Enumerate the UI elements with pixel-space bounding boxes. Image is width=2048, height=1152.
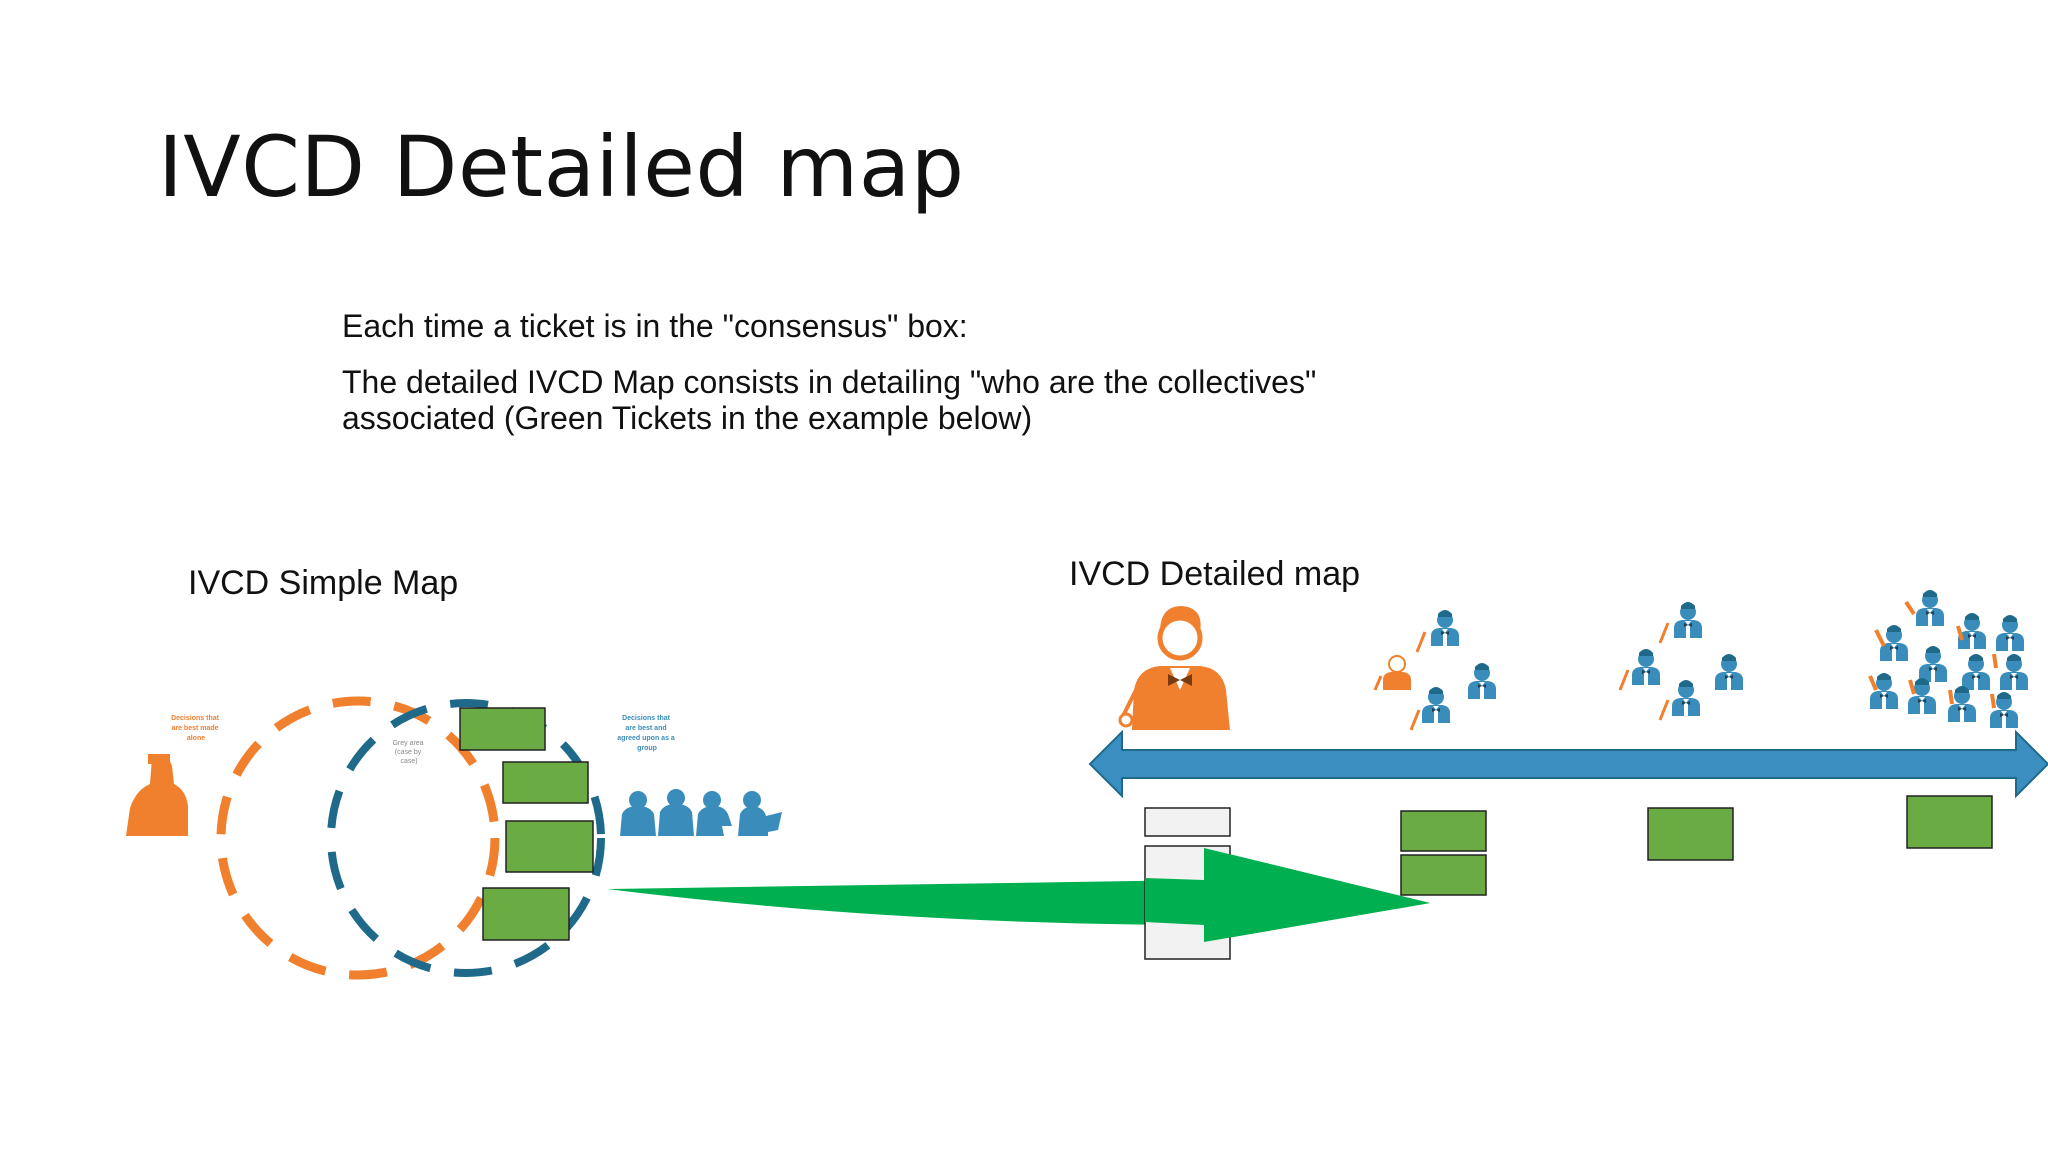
green-ticket (482, 887, 570, 941)
single-person-icon (126, 754, 188, 836)
green-ticket (505, 820, 594, 873)
alone-text: Decisions that are best made alone (171, 715, 221, 742)
green-ticket (459, 707, 546, 751)
alone-circle (216, 696, 500, 980)
medium-group-icon (1618, 602, 1743, 722)
empty-ticket (1144, 807, 1231, 837)
green-ticket (1906, 795, 1993, 849)
green-ticket (1647, 807, 1734, 861)
intro-line-1: Each time a ticket is in the "consensus"… (342, 308, 968, 344)
group-circle (327, 699, 605, 977)
green-ticket (1400, 854, 1487, 896)
green-ticket (502, 761, 589, 804)
group-people-icon (620, 789, 782, 836)
simple-map-label: IVCD Simple Map (188, 564, 459, 602)
individual-collective-axis (1088, 729, 2048, 799)
green-ticket (1400, 810, 1487, 852)
intro-line-2: The detailed IVCD Map consists in detail… (342, 364, 1317, 436)
grey-area-text: Grey area (case by case) (392, 740, 425, 765)
simple-map: Decisions that are best made alone Grey … (126, 696, 782, 980)
page-title: IVCD Detailed map (158, 118, 965, 216)
detailed-map-label: IVCD Detailed map (1069, 555, 1361, 593)
large-group-icon (1868, 590, 2028, 728)
intro-text: Each time a ticket is in the "consensus"… (342, 308, 1442, 456)
group-text: Decisions that are best and agreed upon … (617, 715, 677, 752)
leader-icon (1118, 606, 1230, 730)
transition-arrow-head (1145, 848, 1430, 942)
small-group-icon (1373, 610, 1496, 732)
